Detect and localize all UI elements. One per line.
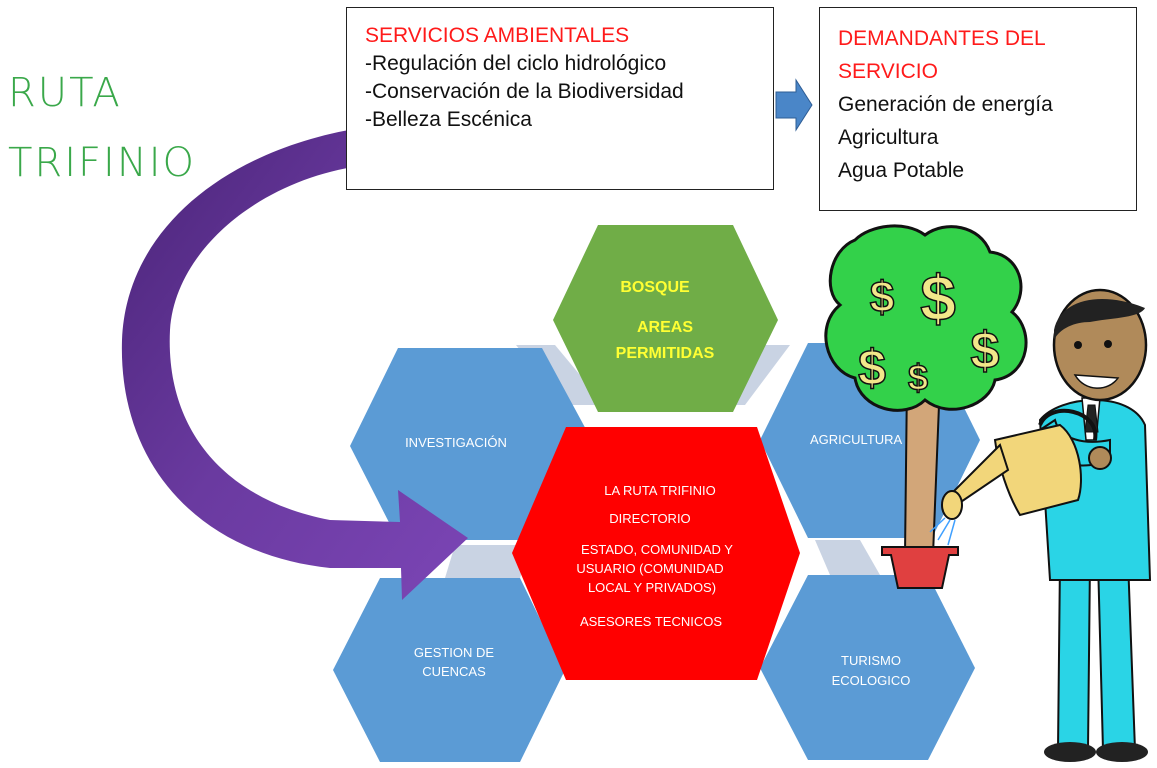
businessman-icon — [929, 288, 1152, 762]
curved-arrow — [121, 128, 468, 600]
center-label-4: USUARIO (COMUNIDAD — [576, 561, 723, 576]
center-label-6: ASESORES TECNICOS — [580, 614, 722, 629]
dollar-sign-2: $ — [920, 262, 956, 334]
services-item-2: -Conservación de la Biodiversidad — [365, 80, 684, 103]
title-line-2: TRIFINIO — [8, 140, 197, 186]
demand-box: DEMANDANTES DEL SERVICIO Generación de e… — [819, 7, 1137, 211]
dollar-sign-3: $ — [858, 340, 886, 396]
connector-agriculture-tourism — [815, 540, 880, 575]
services-item-1: -Regulación del ciclo hidrológico — [365, 52, 667, 75]
dollar-sign-1: $ — [870, 273, 894, 322]
hex-center — [512, 427, 800, 680]
services-heading: SERVICIOS AMBIENTALES — [365, 24, 630, 47]
title-line-1: RUTA — [8, 70, 122, 116]
hex-research — [350, 348, 595, 540]
research-label: INVESTIGACIÓN — [405, 435, 507, 450]
tourism-label-1: TURISMO — [841, 653, 901, 668]
watershed-label-2: CUENCAS — [422, 664, 486, 679]
money-tree-icon: $ $ $ $ $ — [824, 224, 1028, 589]
forest-label-3: PERMITIDAS — [616, 345, 715, 362]
connector-research-watershed — [445, 545, 530, 578]
watershed-label-1: GESTION DE — [414, 645, 495, 660]
hex-watershed — [333, 578, 565, 762]
dollar-sign-5: $ — [971, 322, 1000, 380]
tourism-label-2: ECOLOGICO — [832, 673, 911, 688]
services-box: SERVICIOS AMBIENTALES -Regulación del ci… — [346, 7, 774, 190]
right-arrow-icon — [775, 78, 813, 132]
center-label-2: DIRECTORIO — [609, 511, 690, 526]
center-label-3: ESTADO, COMUNIDAD Y — [581, 542, 733, 557]
forest-label-2: AREAS — [637, 319, 693, 336]
demand-heading-line-1: DEMANDANTES DEL — [838, 27, 1046, 50]
demand-item-3: Agua Potable — [838, 159, 965, 182]
center-label-5: LOCAL Y PRIVADOS) — [588, 580, 716, 595]
services-item-3: -Belleza Escénica — [365, 108, 532, 131]
center-label-1: LA RUTA TRIFINIO — [604, 483, 715, 498]
forest-label-1: BOSQUE — [620, 279, 690, 296]
demand-item-2: Agricultura — [838, 126, 939, 149]
hex-forest — [553, 225, 778, 412]
hex-tourism — [760, 575, 975, 760]
agriculture-label: AGRICULTURA — [810, 432, 903, 447]
demand-item-1: Generación de energía — [838, 93, 1053, 116]
dollar-sign-4: $ — [908, 357, 928, 398]
demand-heading-line-2: SERVICIO — [838, 60, 938, 83]
